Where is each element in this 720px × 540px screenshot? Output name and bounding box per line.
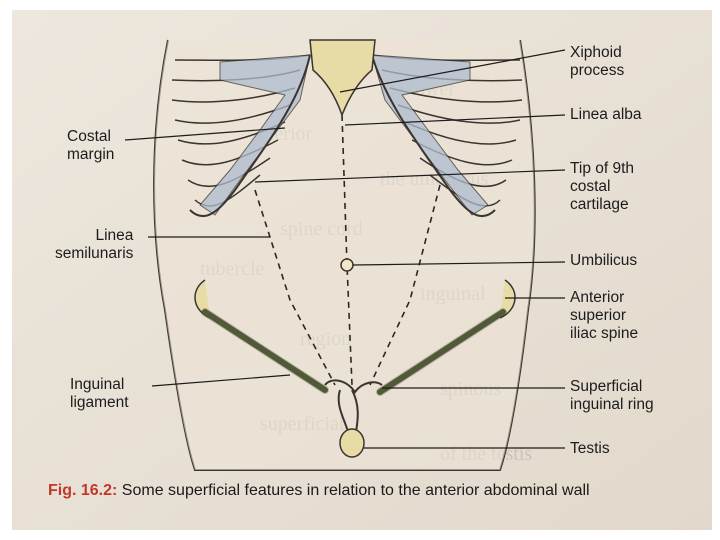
label-xiphoid-process: Xiphoid process (570, 44, 624, 80)
label-inguinal-ligament: Inguinal ligament (70, 376, 129, 412)
label-tip-9th-costal-cartilage: Tip of 9th costal cartilage (570, 160, 634, 214)
label-umbilicus: Umbilicus (570, 252, 637, 270)
testis-shape (340, 429, 364, 457)
umbilicus-mark (341, 259, 353, 271)
figure-caption: Fig. 16.2: Some superficial features in … (48, 481, 708, 501)
figure-caption-text: Some superficial features in relation to… (117, 482, 589, 499)
label-linea-semilunaris: Linea semilunaris (55, 227, 133, 263)
label-testis: Testis (570, 440, 610, 458)
label-costal-margin: Costal margin (67, 128, 114, 164)
figure-number: Fig. 16.2: (48, 482, 117, 499)
label-anterior-superior-iliac-spine: Anterior superior iliac spine (570, 289, 638, 343)
label-linea-alba: Linea alba (570, 106, 642, 124)
label-superficial-inguinal-ring: Superficial inguinal ring (570, 378, 654, 414)
